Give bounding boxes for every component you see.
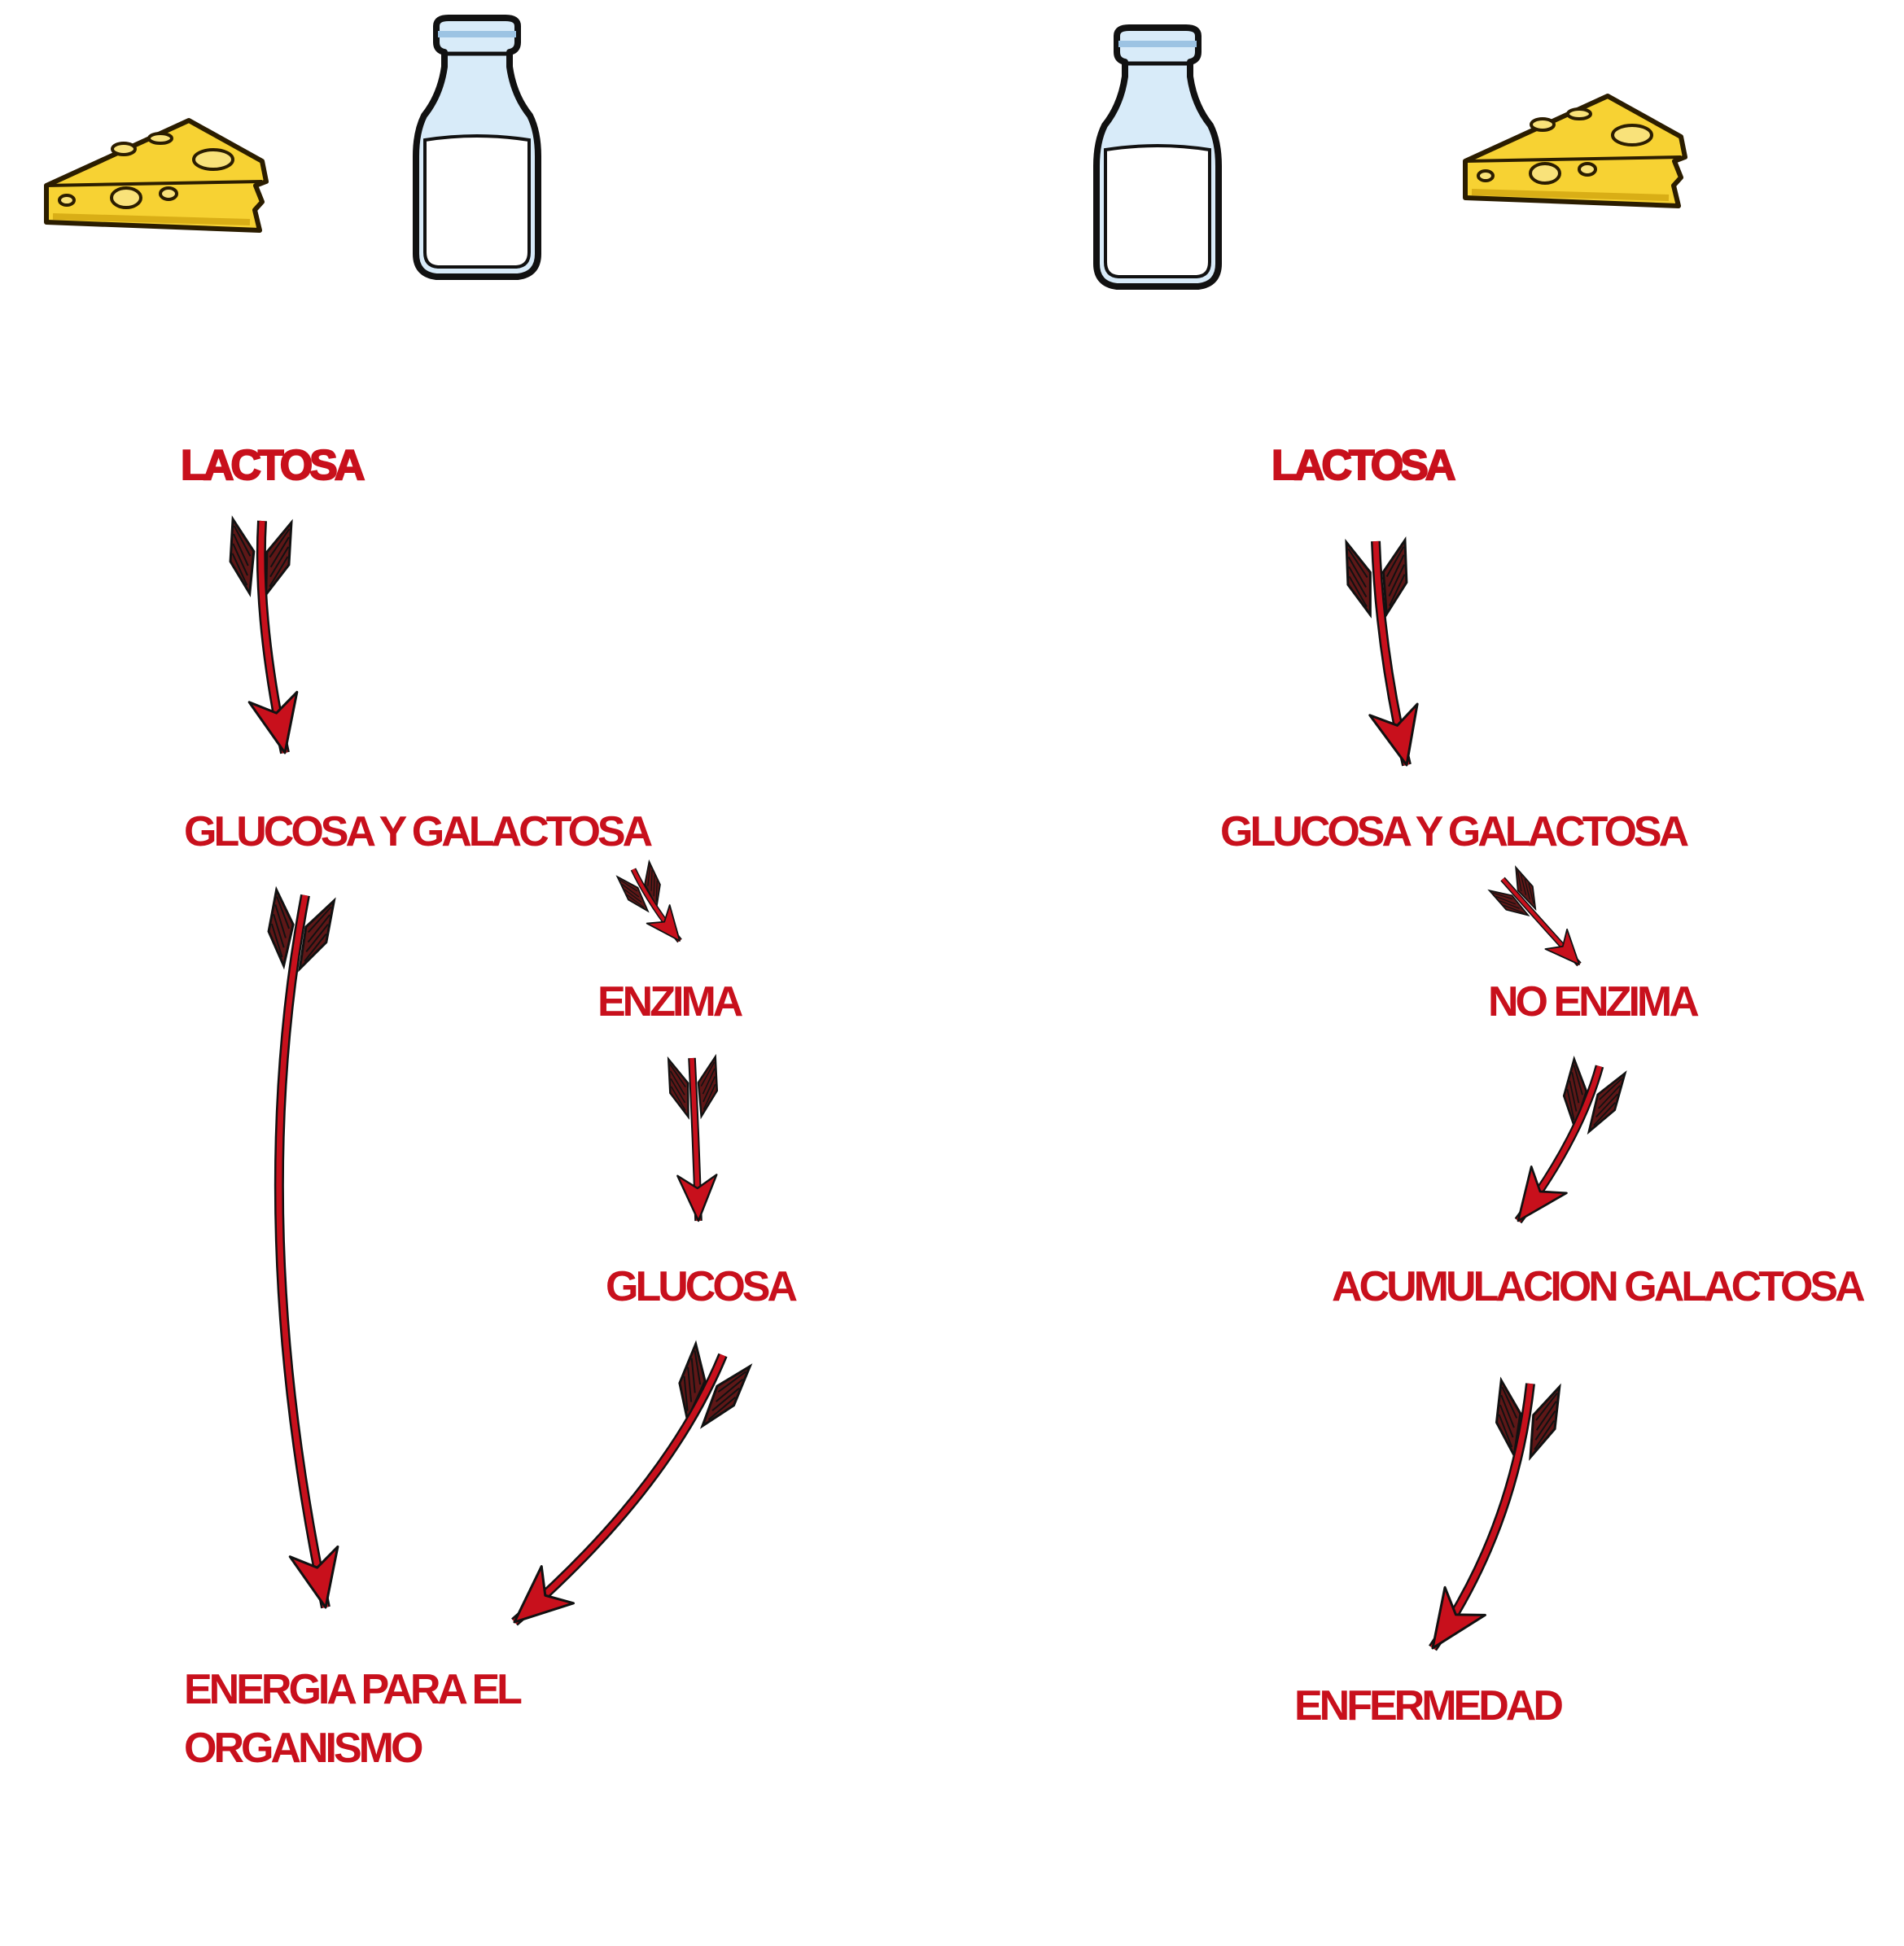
right-acumulacion-label: ACUMULACION GALACTOSA [1332, 1263, 1866, 1310]
left-energia-label: ENERGIA PARA EL ORGANISMO [184, 1666, 522, 1772]
arrow-glucosa-to-energia [511, 1342, 751, 1626]
right-lactosa-label: LACTOSA [1271, 441, 1456, 490]
arrow-products-to-no-enzima-head [1544, 928, 1580, 965]
arrow-products-to-energia [261, 888, 339, 1609]
left-glucosa-galactosa-label: GLUCOSA Y GALACTOSA [184, 808, 653, 855]
arrow-lactosa-to-products-right-head [1368, 702, 1419, 767]
arrow-products-to-energia-shaft [276, 894, 329, 1608]
right-no-enzima-label: NO ENZIMA [1488, 978, 1700, 1025]
arrow-products-to-energia-head [288, 1545, 339, 1609]
arrow-glucosa-to-energia-head [513, 1564, 576, 1624]
arrow-acumulacion-to-enfermedad [1429, 1379, 1561, 1651]
arrow-products-to-no-enzima [1488, 866, 1582, 967]
milk-bottle-icon [1096, 28, 1219, 286]
arrow-lactosa-to-products-left-head [247, 690, 299, 754]
cheese-icon [46, 120, 266, 230]
arrow-no-enzima-to-acumulacion [1514, 1057, 1626, 1224]
arrow-enzima-to-glucosa-head [676, 1174, 718, 1222]
cheese-icon [1465, 96, 1685, 206]
arrow-no-enzima-to-acumulacion-head [1517, 1165, 1568, 1222]
left-enzima-label: ENZIMA [597, 978, 743, 1025]
arrow-glucosa-to-energia-shaft [512, 1353, 726, 1625]
arrow-acumulacion-to-enfermedad-head [1431, 1585, 1486, 1650]
arrows-layer [227, 518, 1626, 1651]
arrow-lactosa-to-products-left [227, 518, 299, 754]
milk-bottle-icon [416, 18, 538, 277]
right-glucosa-galactosa-label: GLUCOSA Y GALACTOSA [1220, 808, 1689, 855]
arrow-products-to-enzima-head [646, 904, 681, 942]
arrow-lactosa-to-products-right [1345, 539, 1419, 767]
arrow-products-to-enzima [616, 860, 682, 943]
left-lactosa-label: LACTOSA [180, 441, 365, 490]
right-enfermedad-label: ENFERMEDAD [1294, 1682, 1564, 1730]
left-glucosa-label: GLUCOSA [606, 1263, 798, 1310]
arrow-enzima-to-glucosa [667, 1056, 720, 1222]
